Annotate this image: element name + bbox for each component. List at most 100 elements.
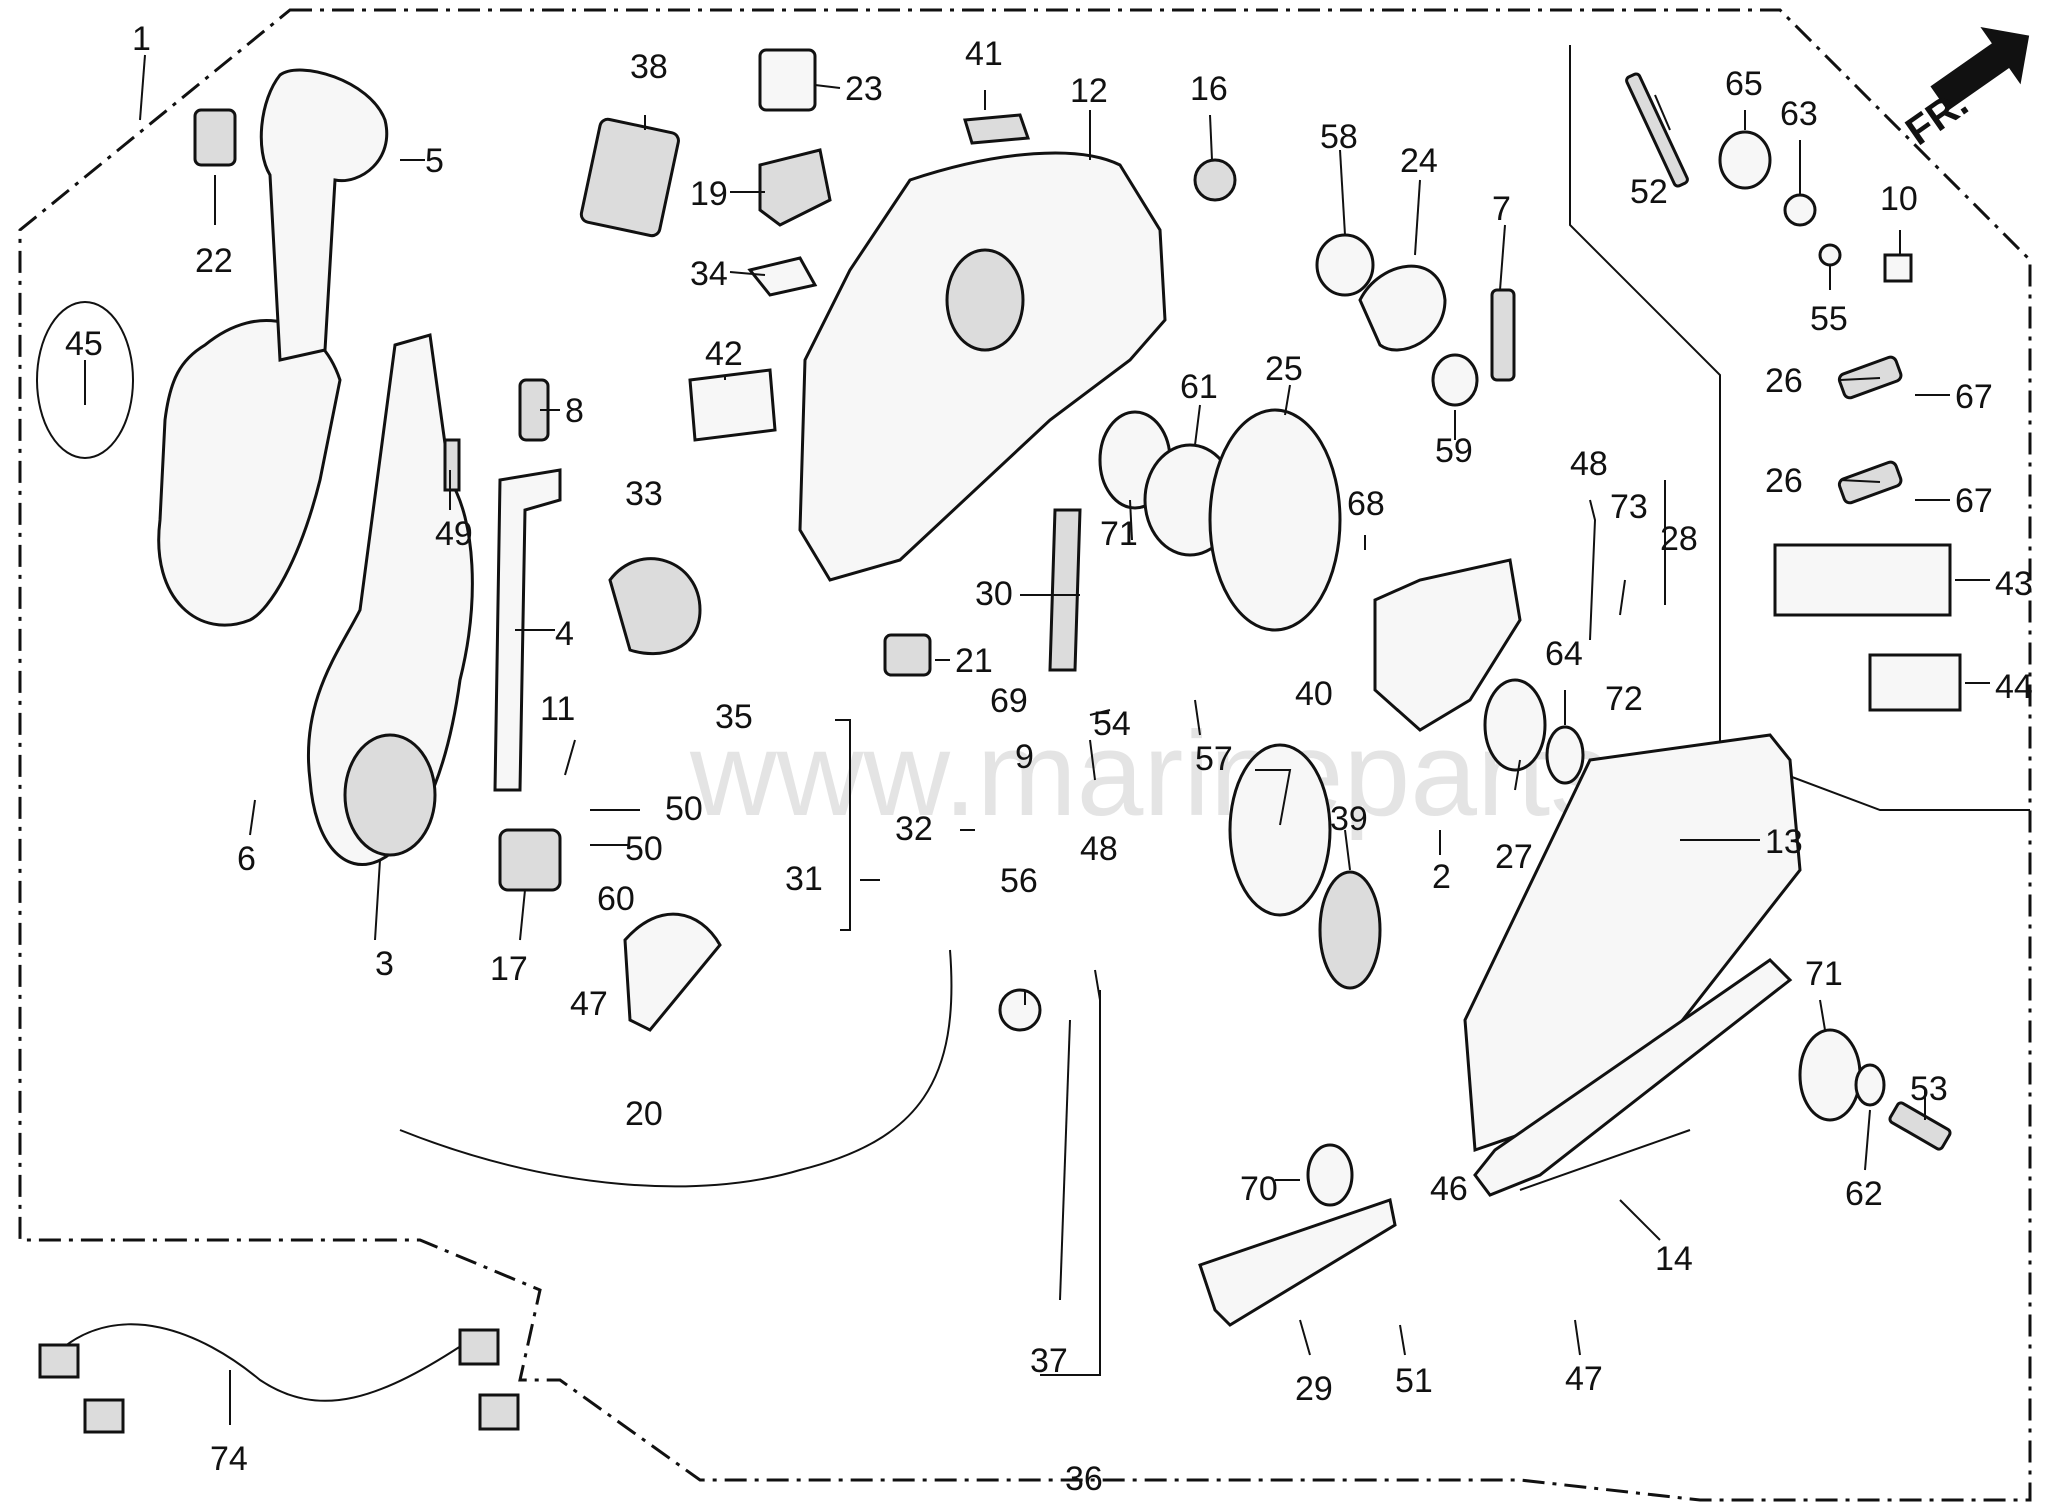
part-33-switch [608,557,702,656]
callout-71-center: 71 [1100,515,1138,553]
callout-70: 70 [1240,1170,1278,1208]
part-62-washer [1854,1063,1886,1107]
callout-52: 52 [1630,173,1668,211]
callout-5: 5 [425,142,444,180]
callout-32: 32 [895,810,933,848]
callout-3: 3 [375,945,394,983]
callout-35: 35 [715,698,753,736]
callout-7: 7 [1492,190,1511,228]
callout-50-upper: 50 [665,790,703,828]
callout-55: 55 [1810,300,1848,338]
part-42-label [688,368,777,442]
callout-51: 51 [1395,1362,1433,1400]
part-22-clip [193,108,237,167]
part-30-strip [1048,508,1082,672]
callout-57: 57 [1195,740,1233,778]
callout-42: 42 [705,335,743,373]
part-56-nut [998,988,1042,1032]
part-39-disc [1318,870,1382,990]
callout-20: 20 [625,1095,663,1133]
part-3-lever-arm [307,333,474,866]
part-26-link-a [1837,355,1903,400]
callout-53: 53 [1910,1070,1948,1108]
part-44-label [1868,653,1962,712]
part-71-bushing-b [1798,1028,1862,1122]
part-74-harness [59,1323,471,1402]
part-70-bushing [1306,1143,1354,1207]
callout-1: 1 [132,20,151,58]
callout-50-lower: 50 [625,830,663,868]
callout-12: 12 [1070,72,1108,110]
callout-22: 22 [195,242,233,280]
callout-45: 45 [65,325,103,363]
part-25-gear-plate [1208,408,1342,632]
part-59-washer [1431,353,1479,407]
callout-67-lower: 67 [1955,482,1993,520]
part-20-guide [623,912,722,1032]
part-5-control-lever [259,68,389,362]
callout-68: 68 [1347,485,1385,523]
part-12-control-housing [798,151,1167,582]
part-2-bracket [1373,558,1522,732]
callout-40: 40 [1295,675,1333,713]
callout-60: 60 [597,880,635,918]
part-53-bolt [1888,1101,1952,1151]
callout-54: 54 [1093,705,1131,743]
subkit-boundary [1569,45,2030,811]
callout-23: 23 [845,70,883,108]
callout-61: 61 [1180,368,1218,406]
callout-69: 69 [990,682,1028,720]
callout-labels: 1 2 3 4 5 6 7 8 9 10 11 12 13 14 16 17 1… [65,20,2033,1498]
callout-30: 30 [975,575,1013,613]
part-19-button [758,148,832,227]
callout-43: 43 [1995,565,2033,603]
part-74-connector-a [38,1343,80,1379]
part-49-screw [443,438,461,492]
part-74-connector-d [478,1393,520,1431]
part-58-bearing [1315,233,1375,297]
part-74-connector-c [458,1328,500,1366]
part-29-lever [1198,1198,1397,1327]
callout-31: 31 [785,860,823,898]
part-23-cap [758,48,817,112]
callout-56: 56 [1000,862,1038,900]
callout-62: 62 [1845,1175,1883,1213]
part-13-side-cover [1463,733,1802,1153]
callout-27: 27 [1495,838,1533,876]
callout-63: 63 [1780,95,1818,133]
part-3-hub [343,733,437,857]
callout-8: 8 [565,392,584,430]
part-17-switch [498,828,562,892]
callout-38: 38 [630,48,668,86]
part-41-label [963,113,1031,145]
front-direction-indicator: FR. [1898,26,2030,154]
part-40-sensor [1228,743,1332,917]
callout-2: 2 [1432,858,1451,896]
part-65-roller [1718,130,1772,190]
part-55-nut [1818,243,1842,267]
part-37-lanyard [1059,1019,1071,1301]
callout-24: 24 [1400,142,1438,180]
callout-4: 4 [555,615,574,653]
callout-65: 65 [1725,65,1763,103]
callout-11: 11 [540,690,575,728]
assembly-boundary [18,8,2032,1502]
callout-28: 28 [1660,520,1698,558]
callout-16: 16 [1190,70,1228,108]
callout-73: 73 [1610,488,1648,526]
part-52-bolt [1625,72,1689,188]
callout-19: 19 [690,175,728,213]
part-63-washer [1783,193,1817,227]
callout-39: 39 [1330,800,1368,838]
callout-48-center: 48 [1080,830,1118,868]
callout-47-right: 47 [1565,1360,1603,1398]
callout-49: 49 [435,515,473,553]
callout-71-right: 71 [1805,955,1843,993]
callout-17: 17 [490,950,528,988]
callout-37: 37 [1030,1342,1068,1380]
part-10-nut [1883,253,1913,283]
callout-26-lower: 26 [1765,462,1803,500]
part-24-cam [1358,264,1447,352]
callout-72: 72 [1605,680,1643,718]
callout-13: 13 [1765,823,1803,861]
